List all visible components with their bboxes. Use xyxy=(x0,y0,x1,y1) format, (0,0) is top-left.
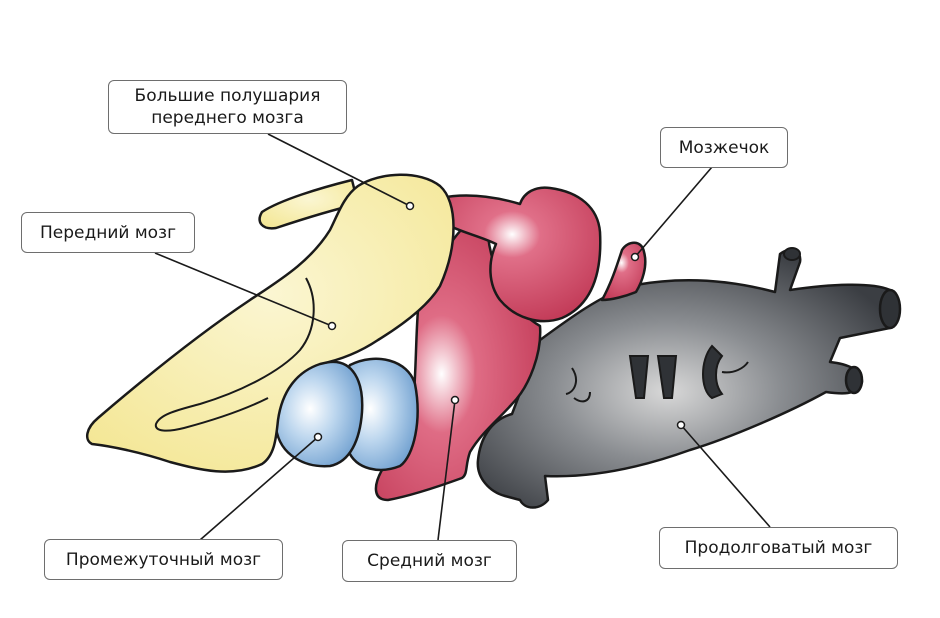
label-hemispheres-line1: Большие полушария xyxy=(134,86,321,106)
label-cerebellum-text: Мозжечок xyxy=(678,137,770,158)
label-midbrain-text: Средний мозг xyxy=(367,551,492,571)
label-hemispheres-line2: переднего мозга xyxy=(151,108,304,128)
label-medulla: Продолговатый мозг xyxy=(659,527,898,569)
label-forebrain-text: Передний мозг xyxy=(39,222,177,243)
label-diencephalon-text: Промежуточный мозг xyxy=(65,549,262,570)
forebrain-shape xyxy=(85,173,455,473)
label-medulla-text: Продолговатый мозг xyxy=(684,538,873,558)
leader-forebrain xyxy=(154,252,333,327)
label-forebrain: Передний мозг xyxy=(21,212,195,253)
label-diencephalon: Промежуточный мозг xyxy=(44,539,283,580)
medulla-shape xyxy=(476,247,902,509)
leader-diencephalon xyxy=(199,436,319,541)
label-hemispheres: Большие полушария переднего мозга xyxy=(108,80,347,134)
diencephalon-shape xyxy=(274,357,419,472)
label-cerebellum: Мозжечок xyxy=(660,127,788,168)
leader-dots xyxy=(313,201,686,442)
leader-lines xyxy=(154,133,771,541)
leader-midbrain xyxy=(437,399,456,541)
label-midbrain: Средний мозг xyxy=(342,540,517,582)
leader-medulla xyxy=(680,424,771,528)
leader-hemispheres xyxy=(267,133,411,207)
leader-cerebellum xyxy=(634,166,713,258)
